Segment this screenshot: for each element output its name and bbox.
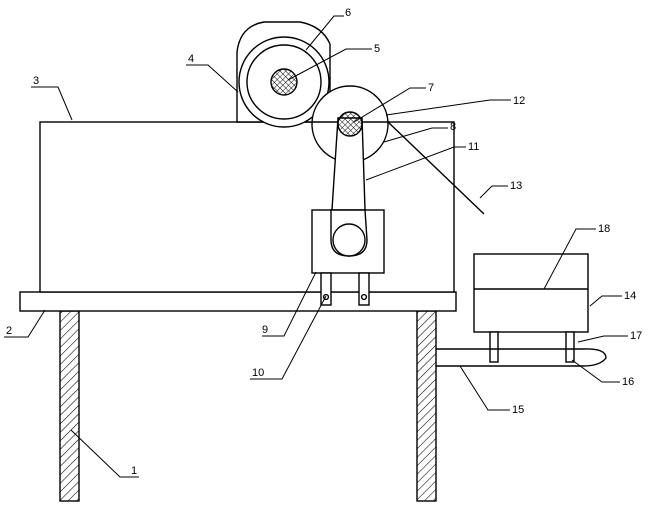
label-5: 5	[374, 43, 380, 55]
label-3: 3	[33, 75, 39, 87]
label-7: 7	[428, 82, 434, 94]
label-15: 15	[512, 404, 524, 416]
left-leg	[59, 310, 80, 502]
leader-5	[287, 48, 372, 81]
leader-1	[70, 429, 139, 478]
leader-9	[262, 271, 317, 337]
support-plate	[436, 348, 583, 367]
right-clamp-bolt	[360, 293, 368, 301]
label-13: 13	[510, 180, 522, 192]
leader-10	[250, 295, 327, 380]
leader-15	[459, 365, 510, 411]
leader-16	[571, 359, 620, 383]
label-8: 8	[450, 121, 456, 133]
leader-4	[186, 64, 239, 93]
label-1: 1	[131, 465, 137, 477]
label-16: 16	[622, 376, 634, 388]
feed-strip	[387, 121, 485, 215]
support-plate-end	[582, 348, 607, 367]
leader-7	[353, 87, 426, 123]
tray-foot-right	[565, 331, 575, 363]
leader-2	[4, 309, 46, 338]
large-wheel-shaft	[270, 68, 298, 96]
label-14: 14	[624, 290, 636, 302]
leader-3	[31, 86, 73, 121]
label-6: 6	[345, 7, 351, 19]
leader-14	[589, 295, 622, 307]
table-top	[19, 291, 457, 312]
label-2: 2	[6, 325, 12, 337]
left-clamp	[320, 272, 332, 306]
label-18: 18	[598, 223, 610, 235]
collection-tray	[473, 253, 589, 333]
label-9: 9	[262, 324, 268, 336]
label-4: 4	[188, 53, 194, 65]
right-clamp	[358, 272, 370, 306]
leader-13	[479, 185, 508, 199]
label-11: 11	[468, 141, 479, 153]
tray-foot-left	[489, 331, 499, 363]
leader-11	[365, 146, 466, 181]
label-17: 17	[630, 330, 642, 342]
large-wheel-inner	[246, 44, 322, 120]
leader-17	[577, 335, 628, 343]
housing-box	[39, 121, 455, 293]
leader-8	[383, 127, 448, 143]
label-12: 12	[513, 95, 525, 107]
leader-12	[385, 99, 511, 116]
small-wheel-shaft	[337, 111, 363, 137]
leader-6	[305, 15, 344, 51]
label-10: 10	[252, 367, 264, 379]
left-clamp-bolt	[322, 293, 330, 301]
right-leg	[416, 310, 437, 502]
leader-18	[543, 228, 596, 290]
crank-pin	[332, 223, 366, 257]
